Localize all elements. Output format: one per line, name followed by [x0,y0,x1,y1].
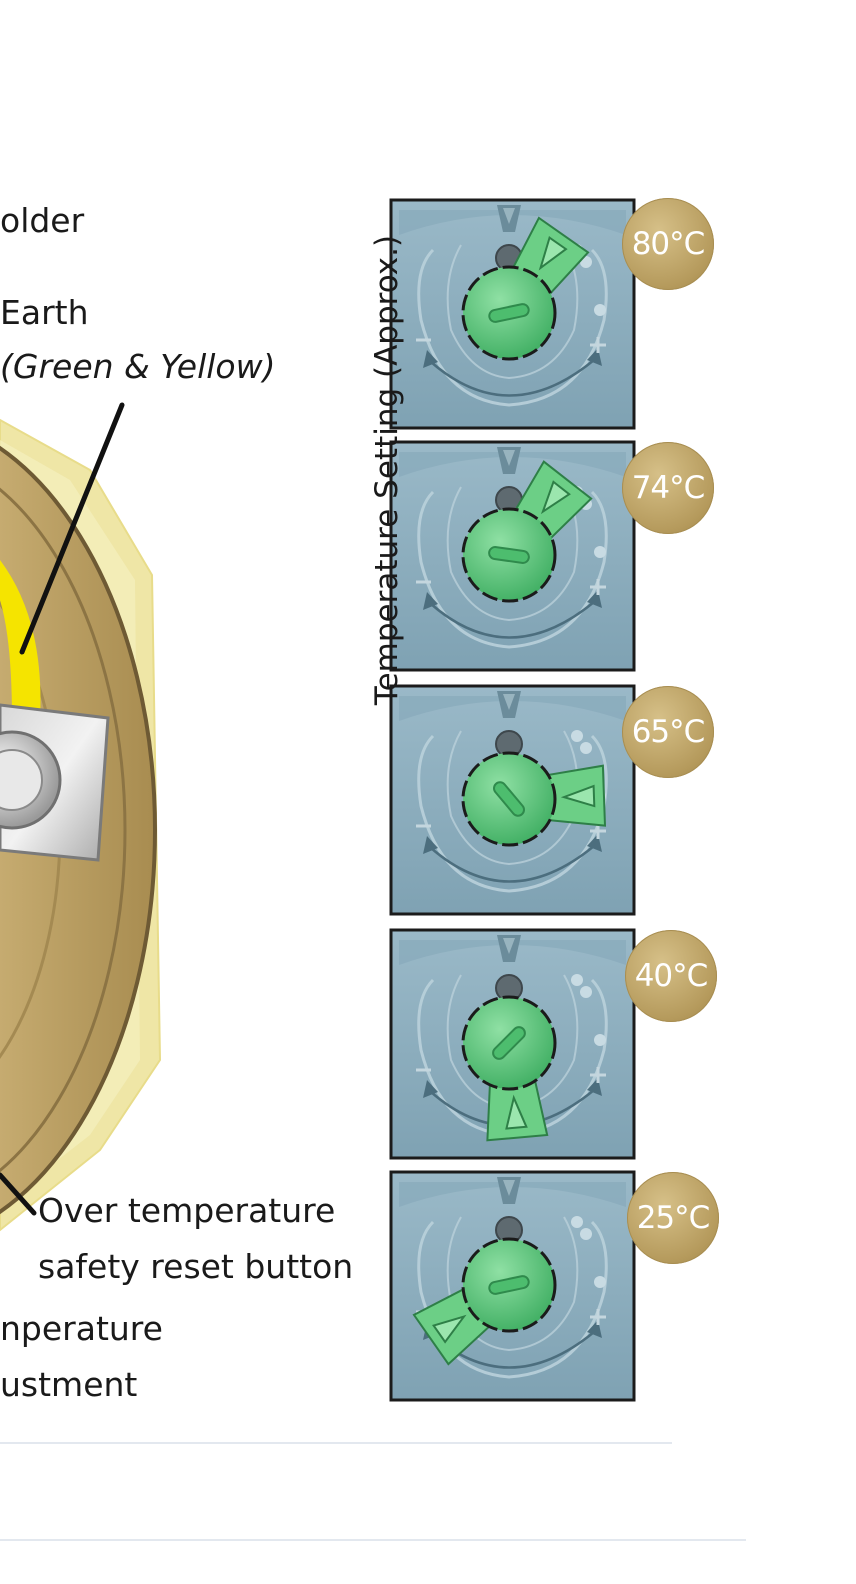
terminal-plate [0,703,110,862]
reset-button-label-line2: safety reset button [38,1247,354,1286]
temperature-badge: 65°C [622,686,714,778]
dial-panel [389,928,636,1160]
earth-label: Earth [0,293,89,332]
adjustment-label-line1: nperature [0,1309,163,1348]
reset-button-label-line1: Over temperature [38,1191,336,1230]
dial-panel [389,1170,636,1402]
temperature-dial-knob [461,216,590,361]
temperature-badge: 40°C [625,930,717,1022]
temperature-badge: 74°C [622,442,714,534]
temperature-badge: 80°C [622,198,714,290]
holder-label: older [0,201,85,240]
reset-leader-line [0,1172,37,1216]
temperature-setting-title: Temperature Setting (Approx.) [369,234,405,706]
temperature-badge: 25°C [627,1172,719,1264]
earth-wire [0,560,41,720]
dial-panel [389,440,636,672]
earth-colour-label: (Green & Yellow) [0,347,276,386]
temperature-dial-knob [461,751,607,847]
dial-panel [389,684,636,916]
dial-panel [389,198,636,430]
temperature-dial-knob [461,460,593,603]
temperature-dial-knob [412,1237,557,1366]
temperature-dial-knob [461,995,557,1142]
earth-leader-line [19,402,125,655]
adjustment-label-line2: ustment [0,1365,138,1404]
